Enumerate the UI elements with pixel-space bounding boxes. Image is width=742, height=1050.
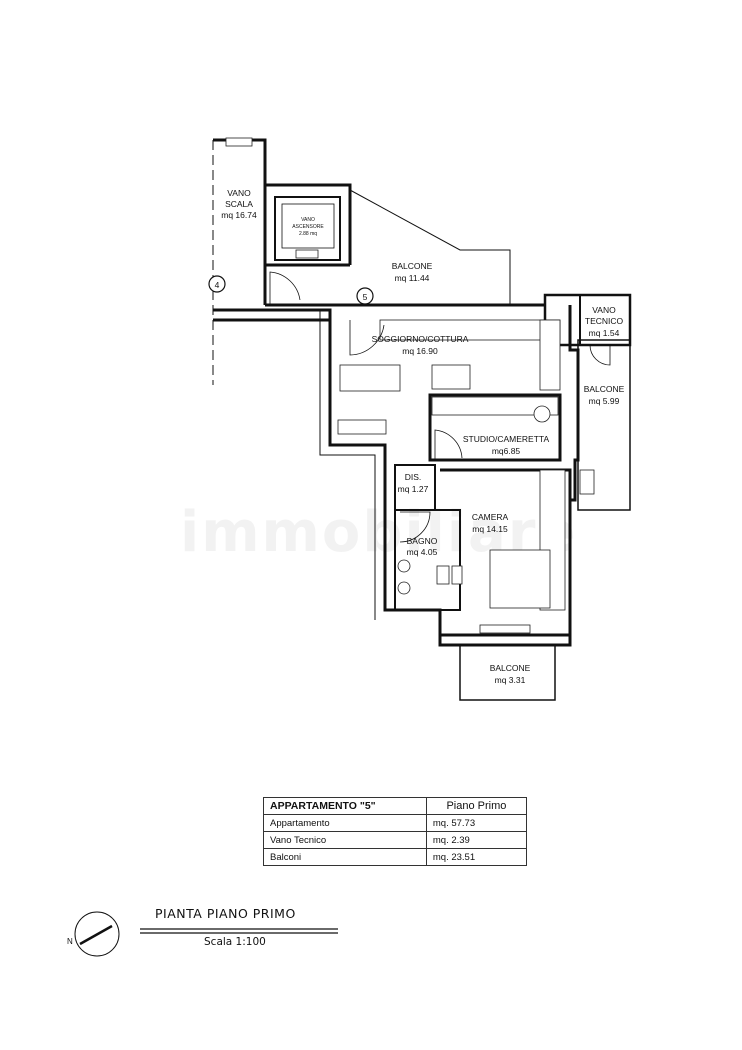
- camera-area: mq 14.15: [472, 524, 508, 534]
- studio-label: STUDIO/CAMERETTA: [463, 434, 550, 444]
- table-row: Balconi mq. 23.51: [263, 848, 528, 866]
- summary-row-label: Balconi: [263, 848, 427, 866]
- balcone-2-outline: [577, 339, 631, 511]
- soggiorno-area: mq 16.90: [402, 346, 438, 356]
- vano-scala-label-2: SCALA: [225, 199, 253, 209]
- area-summary-table: APPARTAMENTO "5" Piano Primo Appartament…: [263, 797, 528, 866]
- table-row: Appartamento mq. 57.73: [263, 814, 528, 832]
- entrance-door: [349, 320, 385, 356]
- bagno-sink: [397, 559, 411, 573]
- balcone-1-area: mq 11.44: [395, 273, 430, 283]
- camera-window: [479, 624, 531, 634]
- bagno-walls: [394, 509, 461, 611]
- elevator-cabin: [281, 203, 335, 249]
- grid-marker-5: [356, 287, 374, 305]
- studio-chair: [533, 405, 551, 423]
- bagno-door: [399, 511, 431, 543]
- studio-walls: [428, 393, 562, 462]
- studio-wardrobe: [431, 396, 559, 416]
- bagno-area: mq 4.05: [407, 547, 438, 557]
- balcone-3-outline: [459, 644, 556, 701]
- grid-marker-4: [208, 275, 226, 293]
- vano-ascensore-label-1: VANO: [301, 217, 315, 223]
- balcone-2-area: mq 5.99: [589, 396, 620, 406]
- balcone-2-label: BALCONE: [584, 384, 625, 394]
- grid-marker-4-label: 4: [215, 280, 220, 290]
- summary-row-value: mq. 2.39: [425, 831, 528, 849]
- summary-header-label: APPARTAMENTO "5": [263, 797, 427, 815]
- bagno-wc: [436, 565, 450, 585]
- vano-tecnico-door: [589, 344, 611, 366]
- dining-table: [431, 364, 471, 390]
- utility-box: [579, 469, 595, 495]
- balcone-1-outline: [349, 189, 511, 305]
- north-compass: [74, 911, 120, 957]
- bagno-shower: [397, 581, 411, 595]
- tv-unit: [337, 419, 387, 435]
- summary-row-label: Vano Tecnico: [263, 831, 427, 849]
- vano-ascensore-area: 2.88 mq: [299, 231, 317, 237]
- sofa: [339, 364, 401, 392]
- summary-header-value: Piano Primo: [425, 797, 528, 815]
- studio-door: [434, 429, 463, 460]
- vano-scala-area: mq 16.74: [221, 210, 257, 220]
- balcone-3-label: BALCONE: [490, 663, 531, 673]
- north-label: N: [67, 937, 73, 946]
- vano-tecnico-label-1: VANO: [592, 305, 616, 315]
- plan-scale: Scala 1:100: [204, 936, 266, 948]
- north-arrow-icon: [79, 924, 113, 946]
- camera-walls: [440, 468, 572, 637]
- summary-header-row: APPARTAMENTO "5" Piano Primo: [263, 797, 528, 815]
- vano-tecnico-label-2: TECNICO: [585, 316, 624, 326]
- balcone-1-label: BALCONE: [392, 261, 433, 271]
- summary-row-value: mq. 57.73: [425, 814, 528, 832]
- camera-label: CAMERA: [472, 512, 509, 522]
- elevator-shaft: [274, 196, 341, 261]
- summary-row-label: Appartamento: [263, 814, 427, 832]
- dis-area: mq 1.27: [398, 484, 429, 494]
- vano-scala-label-1: VANO: [227, 188, 251, 198]
- bed: [489, 549, 551, 609]
- slab-line: [213, 308, 332, 322]
- summary-row-value: mq. 23.51: [425, 848, 528, 866]
- stair-window: [225, 137, 253, 147]
- balcone-3-area: mq 3.31: [495, 675, 526, 685]
- bagno-label: BAGNO: [407, 536, 438, 546]
- table-row: Vano Tecnico mq. 2.39: [263, 831, 528, 849]
- grid-marker-5-label: 5: [363, 292, 368, 302]
- kitchen-counter-side: [539, 319, 561, 391]
- studio-area: mq6.85: [492, 446, 521, 456]
- outer-cladding: [319, 310, 376, 620]
- vano-ascensore-label-2: ASCENSORE: [292, 224, 324, 230]
- soggiorno-label: SOGGIORNO/COTTURA: [372, 334, 469, 344]
- elevator-door: [295, 249, 319, 259]
- bagno-bidet: [451, 565, 463, 585]
- vano-tecnico-area: mq 1.54: [589, 328, 620, 338]
- plan-title: PIANTA PIANO PRIMO: [155, 906, 296, 921]
- stair-door: [269, 271, 301, 305]
- dis-label: DIS.: [405, 472, 422, 482]
